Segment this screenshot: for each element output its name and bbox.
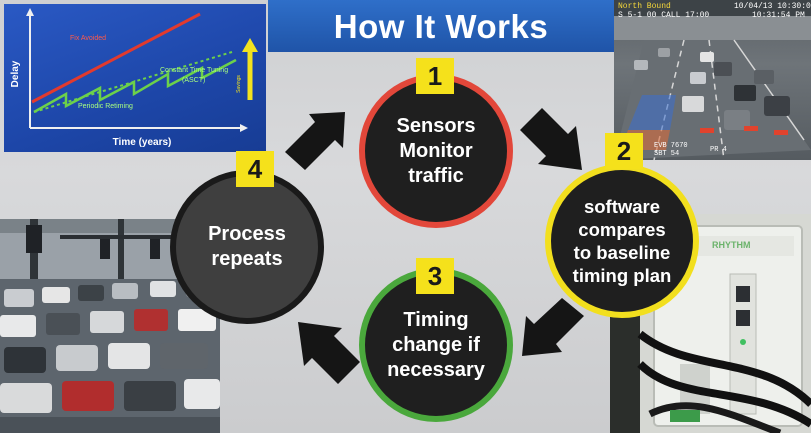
step-3-line-3: necessary — [387, 358, 485, 381]
delay-graph-image: Delay Time (years) Fix Avoided Periodic … — [4, 4, 266, 152]
step-4-text: Process repeats — [208, 222, 286, 272]
step-1-line-2: Monitor — [399, 139, 473, 162]
step-3-line-1: Timing — [403, 308, 469, 331]
step-4-badge: 4 — [236, 151, 274, 187]
step-2-text: software compares to baseline timing pla… — [573, 195, 672, 287]
step-1-line-3: traffic — [408, 164, 464, 187]
step-1-line-1: Sensors — [396, 114, 476, 137]
camera-overlay-bottom-1: EVB 7670 — [654, 142, 688, 150]
step-3-badge: 3 — [416, 258, 454, 294]
yellow-arrowhead — [242, 38, 258, 52]
x-axis-arrowhead — [240, 124, 248, 132]
x-axis-label: Time (years) — [113, 137, 172, 148]
y-axis-arrowhead — [26, 8, 34, 16]
arrow-label: Savings — [236, 75, 242, 93]
camera-overlay-time: 10:31:54 PM — [752, 11, 805, 20]
step-2-badge: 2 — [605, 133, 643, 169]
green-zigzag-line — [33, 58, 237, 114]
arrow-3-to-4 — [292, 318, 360, 384]
camera-overlay-bottom-3: PR 4 — [710, 146, 727, 154]
page-title: How It Works — [333, 8, 549, 45]
step-2-line-3: to baseline — [573, 242, 671, 263]
step-4-circle: Process repeats — [170, 170, 324, 324]
zigzag-label: Periodic Retiming — [78, 103, 133, 110]
camera-overlay-bottom-2: SBT 54 — [654, 150, 680, 158]
title-band — [268, 0, 614, 52]
step-2-circle: software compares to baseline timing pla… — [545, 164, 699, 318]
camera-overlay-sub: S 5-1 00 CALL 17:00 — [618, 11, 710, 20]
camera-overlay-top: North Bound — [618, 2, 671, 11]
arrow-2-to-3 — [512, 298, 584, 360]
step-2-line-4: timing plan — [572, 265, 672, 286]
arrow-4-to-1 — [285, 108, 359, 170]
camera-scene — [614, 0, 811, 160]
green-dotted-line — [33, 51, 233, 113]
step-4-line-1: Process — [208, 223, 286, 245]
arrow-1-to-2 — [520, 108, 590, 178]
red-line-label: Fix Avoided — [70, 35, 106, 42]
step-1-badge: 1 — [416, 58, 454, 94]
camera-overlay-date: 10/04/13 10:30:09 — [734, 2, 811, 11]
step-3-line-2: change if — [392, 333, 480, 356]
step-4-line-2: repeats — [211, 248, 283, 270]
red-trend-line — [31, 12, 201, 104]
y-axis-label: Delay — [10, 60, 21, 87]
constant-tuning-label-2: (ASCT) — [182, 77, 205, 84]
step-2-line-2: compares — [578, 219, 666, 240]
constant-tuning-label: Constant Time Tuning — [160, 67, 228, 74]
step-1-text: Sensors Monitor traffic — [397, 114, 476, 189]
delay-graph: Delay Time (years) Fix Avoided Periodic … — [10, 8, 258, 148]
step-3-text: Timing change if necessary — [387, 308, 485, 383]
controller-brand-label: RHYTHM — [712, 240, 751, 250]
step-1-circle: Sensors Monitor traffic — [359, 74, 513, 228]
traffic-camera-image: North Bound 10/04/13 10:30:09 S 5-1 00 C… — [614, 0, 811, 160]
step-2-line-1: software — [583, 196, 661, 217]
